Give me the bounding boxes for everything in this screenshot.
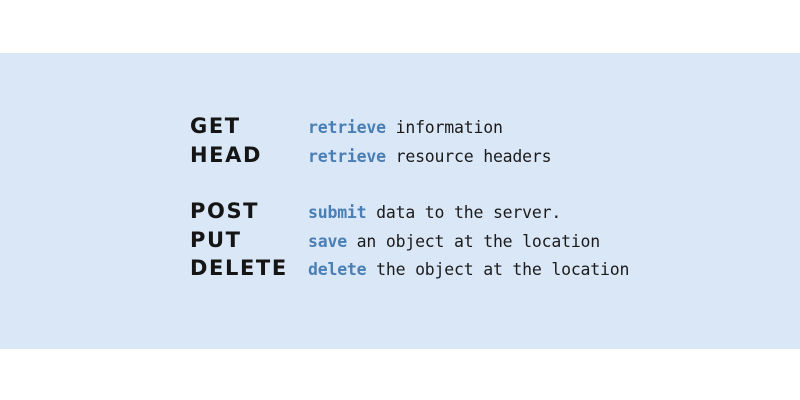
- table-row: DELETE delete the object at the location: [190, 254, 660, 283]
- method-label-post: POST: [190, 199, 260, 223]
- method-group-mutating-methods: POST submit data to the server. PUT save…: [190, 197, 660, 283]
- table-row: PUT save an object at the location: [190, 226, 660, 255]
- method-verb-head: retrieve: [308, 146, 386, 166]
- method-verb-delete: delete: [308, 260, 367, 279]
- table-row: POST submit data to the server.: [190, 197, 660, 226]
- method-verb-put: save: [308, 231, 347, 251]
- http-methods-panel: [0, 53, 800, 349]
- method-label-get: GET: [190, 114, 241, 138]
- method-rest-delete: the object at the location: [366, 260, 630, 279]
- method-description-post: submit data to the server.: [308, 199, 660, 228]
- method-description-get: retrieve information: [308, 114, 660, 143]
- table-row: HEAD retrieve resource headers: [190, 141, 660, 170]
- method-rest-put: an object at the location: [346, 231, 601, 251]
- method-verb-post: submit: [308, 203, 367, 222]
- method-rest-post: data to the server.: [366, 203, 562, 222]
- method-verb-get: retrieve: [308, 118, 386, 137]
- table-row: GET retrieve information: [190, 112, 660, 141]
- method-label-head: HEAD: [190, 142, 263, 167]
- method-label-put: PUT: [190, 227, 242, 252]
- method-label-delete: DELETE: [190, 256, 288, 280]
- method-rest-get: information: [385, 118, 503, 137]
- method-description-delete: delete the object at the location: [308, 256, 660, 285]
- method-rest-head: resource headers: [385, 146, 552, 166]
- http-methods-table: GET retrieve information HEAD retrieve r…: [190, 112, 660, 283]
- method-description-head: retrieve resource headers: [308, 143, 660, 172]
- method-group-safe-methods: GET retrieve information HEAD retrieve r…: [190, 112, 660, 169]
- method-description-put: save an object at the location: [308, 228, 660, 257]
